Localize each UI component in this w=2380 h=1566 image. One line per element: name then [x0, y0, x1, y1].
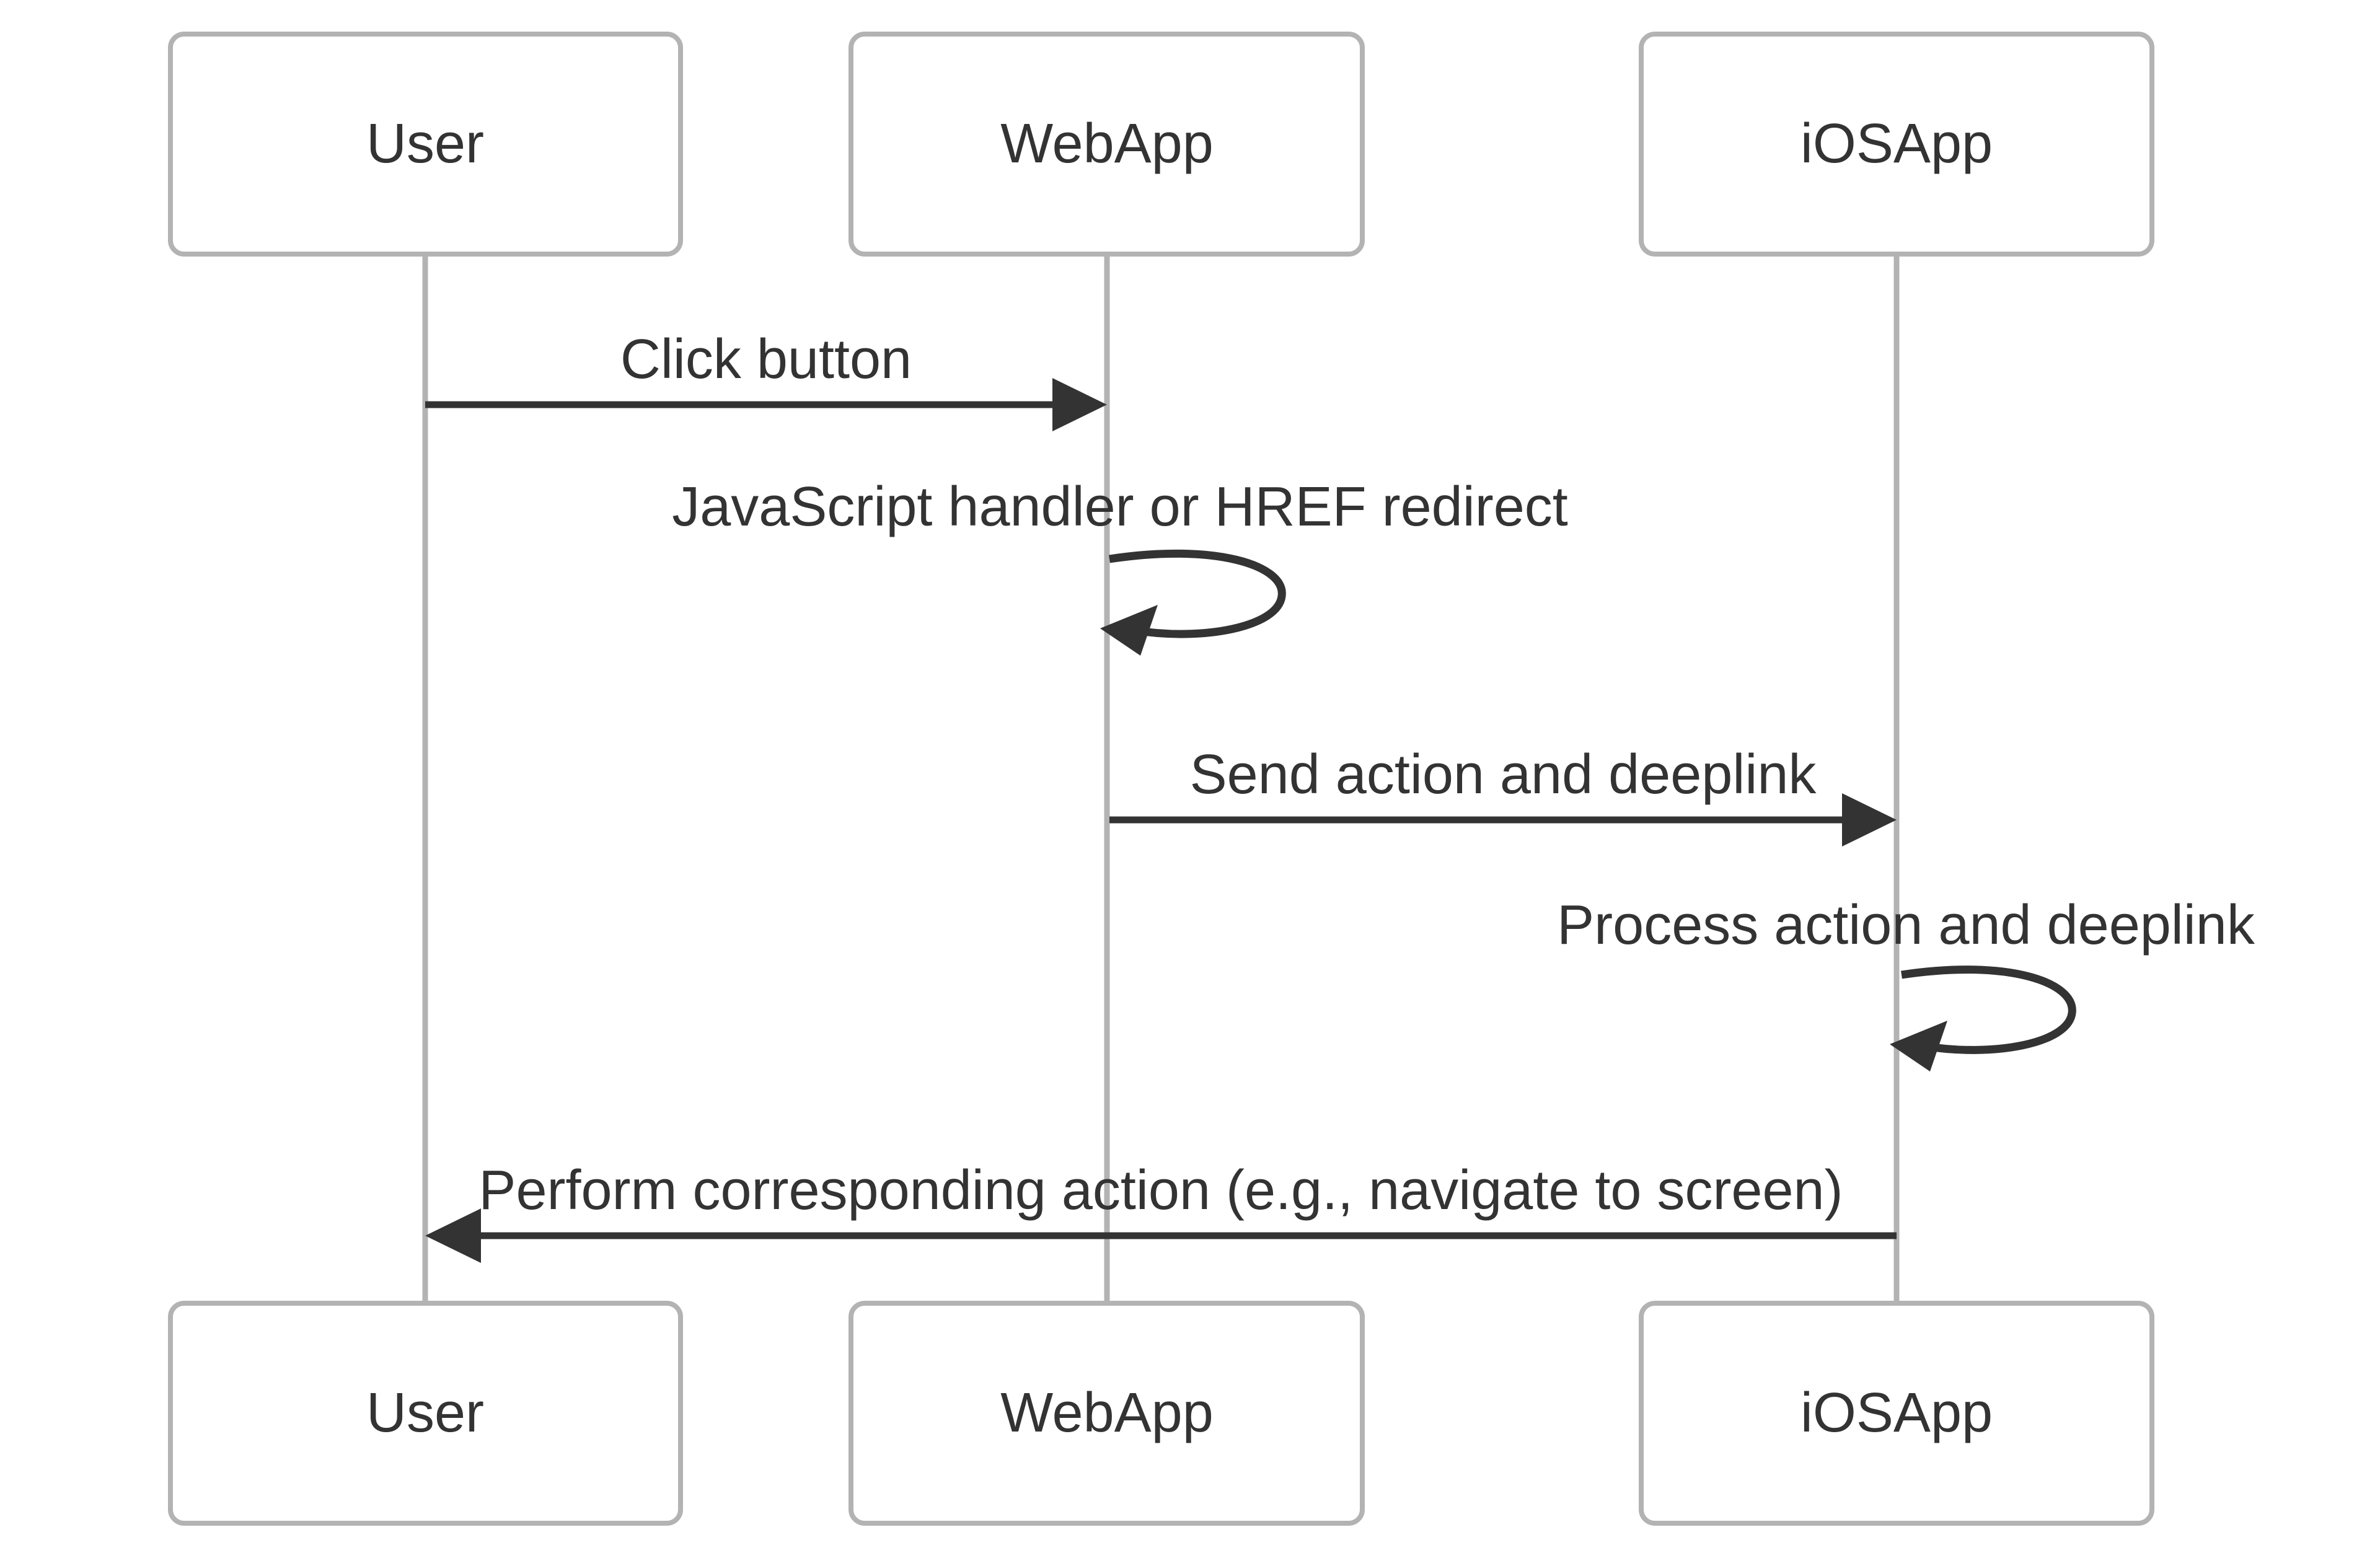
message-label-perform-corresponding-action: Perform corresponding action (e.g., navi…	[478, 1159, 1843, 1221]
message-label-javascript-handler: JavaScript handler or HREF redirect	[672, 476, 1568, 538]
actor-box-iosapp-top[interactable]: iOSApp	[1639, 32, 2154, 257]
actor-label-webapp-top: WebApp	[1000, 113, 1214, 175]
actor-box-user-top[interactable]: User	[168, 32, 683, 257]
actor-box-user-bottom[interactable]: User	[168, 1301, 683, 1526]
arrow-head-loop-javascript-handler	[1100, 605, 1158, 656]
arrow-head-loop-process-action-deeplink	[1890, 1021, 1947, 1071]
actor-box-iosapp-bottom-rect	[1639, 1301, 2154, 1526]
arrow-head-left-perform-corresponding-action	[425, 1208, 481, 1263]
actor-box-user-top-rect	[168, 32, 683, 257]
actor-box-webapp-top[interactable]: WebApp	[848, 32, 1365, 257]
message-perform-corresponding-action[interactable]: Perform corresponding action (e.g., navi…	[425, 1159, 1897, 1263]
message-loop-path-process-action-deeplink	[1901, 966, 2076, 1054]
actor-box-webapp-bottom[interactable]: WebApp	[848, 1301, 1365, 1526]
actor-label-user-top: User	[366, 113, 484, 175]
actor-boxes-top: User WebApp iOSApp	[168, 32, 2154, 257]
arrow-head-right-send-action-deeplink	[1842, 793, 1897, 847]
actor-label-webapp-bottom: WebApp	[1000, 1382, 1214, 1444]
actor-label-iosapp-top: iOSApp	[1800, 113, 1993, 175]
message-click-button[interactable]: Click button	[425, 328, 1107, 431]
actor-box-webapp-top-rect	[848, 32, 1365, 257]
message-send-action-deeplink[interactable]: Send action and deeplink	[1109, 744, 1897, 847]
actor-boxes-bottom: User WebApp iOSApp	[168, 1301, 2154, 1526]
actor-box-webapp-bottom-rect	[848, 1301, 1365, 1526]
message-label-click-button: Click button	[620, 328, 912, 390]
arrow-head-right-click-button	[1052, 378, 1107, 431]
message-label-send-action-deeplink: Send action and deeplink	[1190, 744, 1817, 806]
message-loop-path-javascript-handler	[1109, 549, 1286, 638]
message-process-action-deeplink[interactable]: Process action and deeplink	[1557, 894, 2255, 1071]
actor-label-user-bottom: User	[366, 1382, 484, 1444]
lifelines-group	[422, 254, 1900, 1303]
actor-box-user-bottom-rect	[168, 1301, 683, 1526]
actor-label-iosapp-bottom: iOSApp	[1800, 1382, 1993, 1444]
message-label-process-action-deeplink: Process action and deeplink	[1557, 894, 2255, 956]
actor-box-iosapp-bottom[interactable]: iOSApp	[1639, 1301, 2154, 1526]
actor-box-iosapp-top-rect	[1639, 32, 2154, 257]
message-javascript-handler[interactable]: JavaScript handler or HREF redirect	[672, 476, 1568, 656]
